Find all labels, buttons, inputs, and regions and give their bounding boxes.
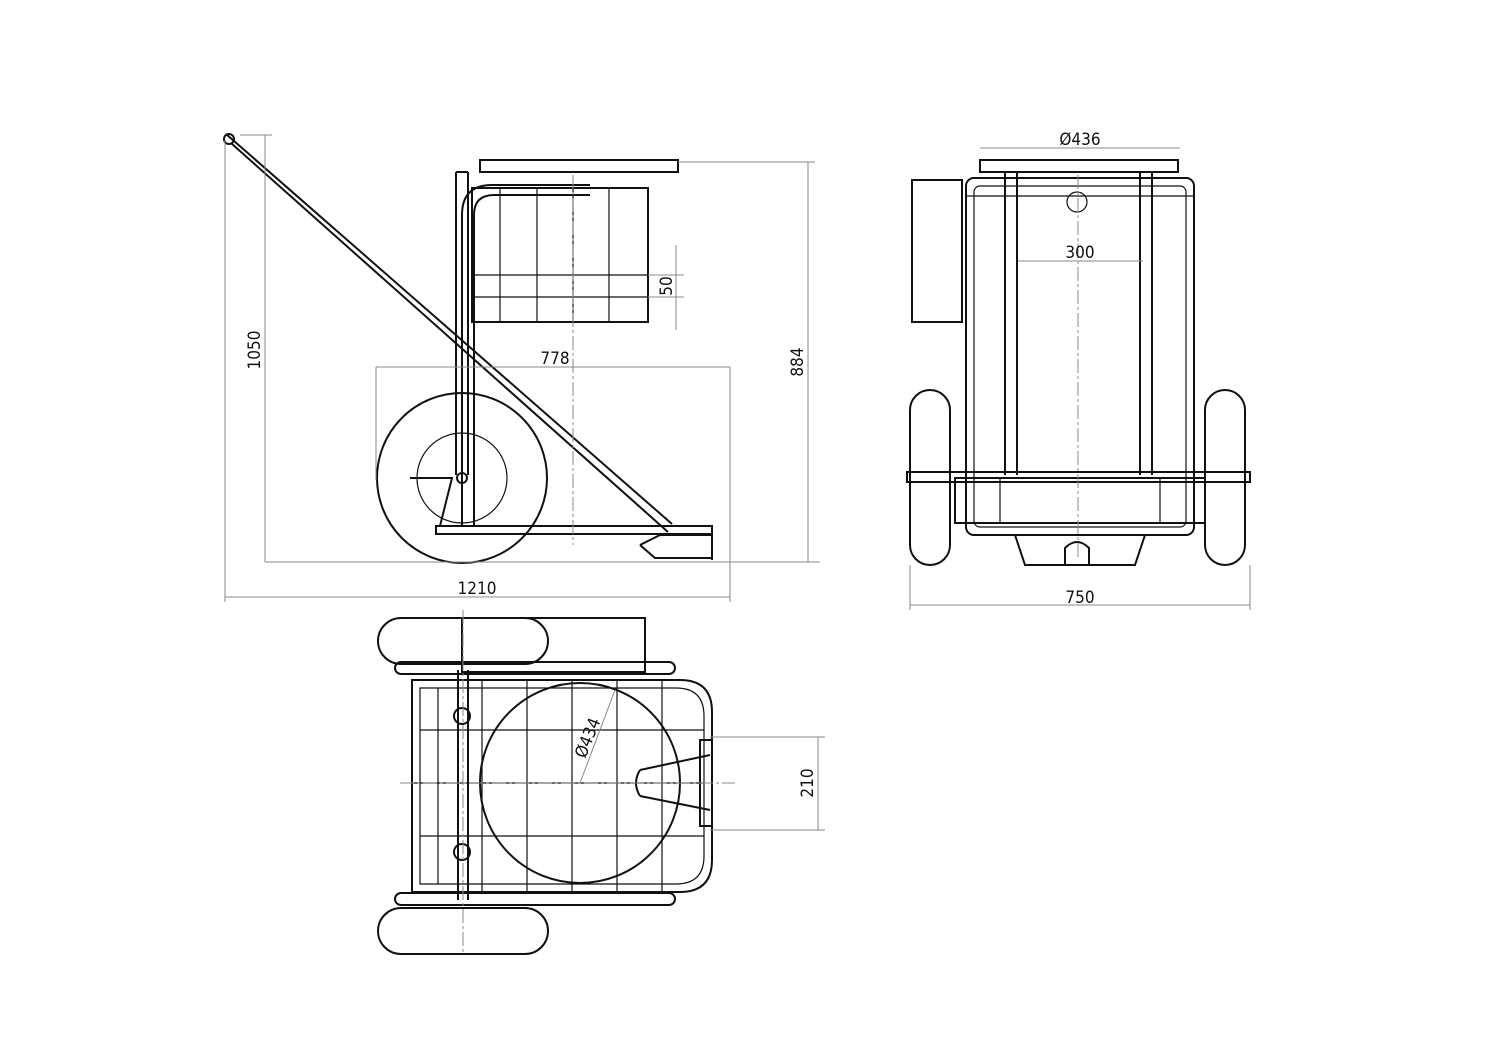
frame <box>954 172 1206 536</box>
dim-wheelbase: 778 <box>540 349 569 369</box>
front-view: Ø436 300 750 <box>906 130 1251 610</box>
hopper <box>1013 534 1147 566</box>
dim-basket-step: 50 <box>657 276 677 295</box>
front-dimensions <box>909 147 1251 610</box>
dim-inner-width: 300 <box>1065 243 1094 263</box>
dim-total-length: 1210 <box>458 579 497 599</box>
axle-upper <box>394 661 676 675</box>
left-wheel <box>909 389 951 566</box>
dim-drum-diameter: Ø434 <box>571 715 605 761</box>
dim-hitch-spacing: 210 <box>798 768 818 797</box>
axle-lower <box>394 892 676 906</box>
handle <box>223 133 673 533</box>
top-wheel-lower <box>377 907 549 955</box>
dim-total-width: 750 <box>1065 588 1094 608</box>
dim-total-height: 1050 <box>245 331 265 370</box>
right-wheel <box>1204 389 1246 566</box>
frame-post <box>455 171 590 525</box>
basket-lid <box>479 159 679 173</box>
basket <box>471 187 649 323</box>
dim-basket-height: 884 <box>788 347 808 376</box>
side-dimensions <box>224 134 820 602</box>
top-view: Ø434 210 <box>377 610 825 955</box>
side-view: 1050 778 50 884 1210 <box>223 133 820 602</box>
top-plate <box>979 159 1179 173</box>
top-box <box>461 617 646 673</box>
side-box <box>911 179 963 323</box>
dim-top-diameter: Ø436 <box>1059 130 1100 150</box>
top-dimensions <box>400 610 825 955</box>
top-frame <box>411 670 713 900</box>
base-frame <box>410 477 713 560</box>
